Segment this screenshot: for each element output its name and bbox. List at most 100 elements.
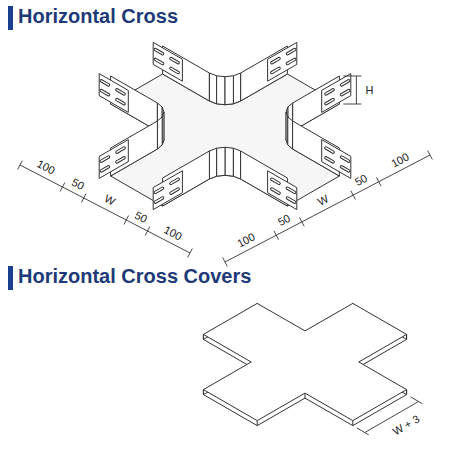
- splice-plate: [99, 74, 128, 113]
- splice-plate: [153, 171, 182, 210]
- section-heading: Horizontal Cross Covers: [18, 265, 251, 288]
- slot-hole-inner: [101, 91, 108, 95]
- dimension-tick: [145, 227, 150, 236]
- slot-hole: [155, 50, 162, 54]
- slot-hole: [272, 179, 279, 183]
- cover-top: [203, 303, 406, 420]
- cover-edge: [257, 421, 258, 426]
- slot-hole: [101, 157, 108, 161]
- dimension-line: [225, 155, 430, 262]
- slot-hole-inner: [287, 188, 294, 192]
- slot-hole-inner: [117, 158, 124, 162]
- slot-hole: [101, 81, 108, 85]
- dimension-label: W: [101, 192, 118, 208]
- slot-hole-inner: [272, 189, 279, 193]
- dimension-line: [356, 76, 357, 104]
- tray-floor: [111, 74, 340, 206]
- tray-wall: [233, 148, 240, 179]
- dimension-label: 50: [275, 211, 293, 228]
- slot-hole: [272, 189, 279, 193]
- slot-hole: [287, 50, 294, 54]
- dimension-label: 50: [132, 208, 150, 225]
- slot-hole: [287, 188, 294, 192]
- tray-wall: [233, 73, 240, 104]
- slot-hole-inner: [287, 59, 294, 63]
- slot-hole: [341, 81, 348, 85]
- slot-hole-inner: [155, 50, 162, 54]
- dimension-tick: [428, 151, 433, 160]
- slot-hole: [326, 100, 333, 104]
- tray-wall: [225, 76, 233, 105]
- slot-hole-inner: [155, 59, 162, 63]
- splice-plate: [322, 74, 351, 113]
- cross-cover: [203, 303, 406, 425]
- slot-hole-inner: [326, 100, 333, 104]
- slot-hole: [171, 189, 178, 193]
- dimension-label: 100: [162, 223, 186, 243]
- heading-bar: [8, 266, 13, 290]
- slot-hole: [117, 148, 124, 152]
- dimension-line: [20, 165, 190, 253]
- slot-hole: [171, 179, 178, 183]
- cover-edge: [352, 421, 353, 426]
- dimension-label: H: [364, 84, 374, 96]
- splice-plate: [322, 140, 351, 179]
- slot-hole: [272, 59, 279, 63]
- slot-hole-inner: [117, 148, 124, 152]
- dimension-label: 100: [34, 157, 58, 177]
- slot-hole: [117, 100, 124, 104]
- slot-hole-inner: [101, 157, 108, 161]
- cover-edge: [352, 421, 353, 426]
- tray-wall: [157, 117, 162, 149]
- slot-hole-inner: [287, 50, 294, 54]
- slot-hole-inner: [341, 157, 348, 161]
- section-heading: Horizontal Cross: [18, 5, 178, 28]
- slot-hole-inner: [341, 167, 348, 171]
- slot-hole: [326, 158, 333, 162]
- slot-hole-inner: [117, 90, 124, 94]
- dimension-label: 100: [234, 230, 258, 250]
- slot-hole-inner: [341, 91, 348, 95]
- slot-hole: [326, 90, 333, 94]
- dimension-label: W + 3: [389, 412, 422, 438]
- slot-hole: [341, 167, 348, 171]
- extension-line: [343, 76, 361, 77]
- slot-hole: [341, 157, 348, 161]
- dimension-tick: [188, 249, 193, 258]
- splice-plate: [153, 42, 182, 81]
- slot-hole: [341, 91, 348, 95]
- extension-line: [343, 104, 361, 105]
- slot-hole: [326, 148, 333, 152]
- slot-hole-inner: [117, 100, 124, 104]
- slot-hole-inner: [171, 59, 178, 63]
- dimension-tick: [124, 216, 129, 225]
- slot-hole: [171, 68, 178, 72]
- dimension-tick: [376, 177, 381, 186]
- slot-hole: [287, 59, 294, 63]
- dimension-label: 50: [352, 171, 370, 188]
- slot-hole: [117, 158, 124, 162]
- slot-hole-inner: [272, 179, 279, 183]
- slot-hole-inner: [287, 198, 294, 202]
- dimension-tick: [18, 161, 23, 170]
- slot-hole-inner: [326, 90, 333, 94]
- dimension-label: W: [315, 191, 332, 207]
- tray-wall: [288, 117, 293, 149]
- dimension-tick: [274, 231, 279, 240]
- slot-hole: [155, 198, 162, 202]
- splice-plate: [99, 140, 128, 179]
- dimension-label: 50: [69, 175, 87, 192]
- slot-hole-inner: [171, 68, 178, 72]
- cover-edge: [257, 421, 258, 426]
- tray-wall: [209, 148, 216, 179]
- slot-hole-inner: [155, 198, 162, 202]
- splice-plate: [268, 171, 297, 210]
- slot-hole-inner: [101, 81, 108, 85]
- tray-wall: [225, 147, 233, 176]
- dimension-tick: [300, 217, 305, 226]
- slot-hole: [287, 198, 294, 202]
- slot-hole-inner: [326, 158, 333, 162]
- slot-hole-inner: [101, 167, 108, 171]
